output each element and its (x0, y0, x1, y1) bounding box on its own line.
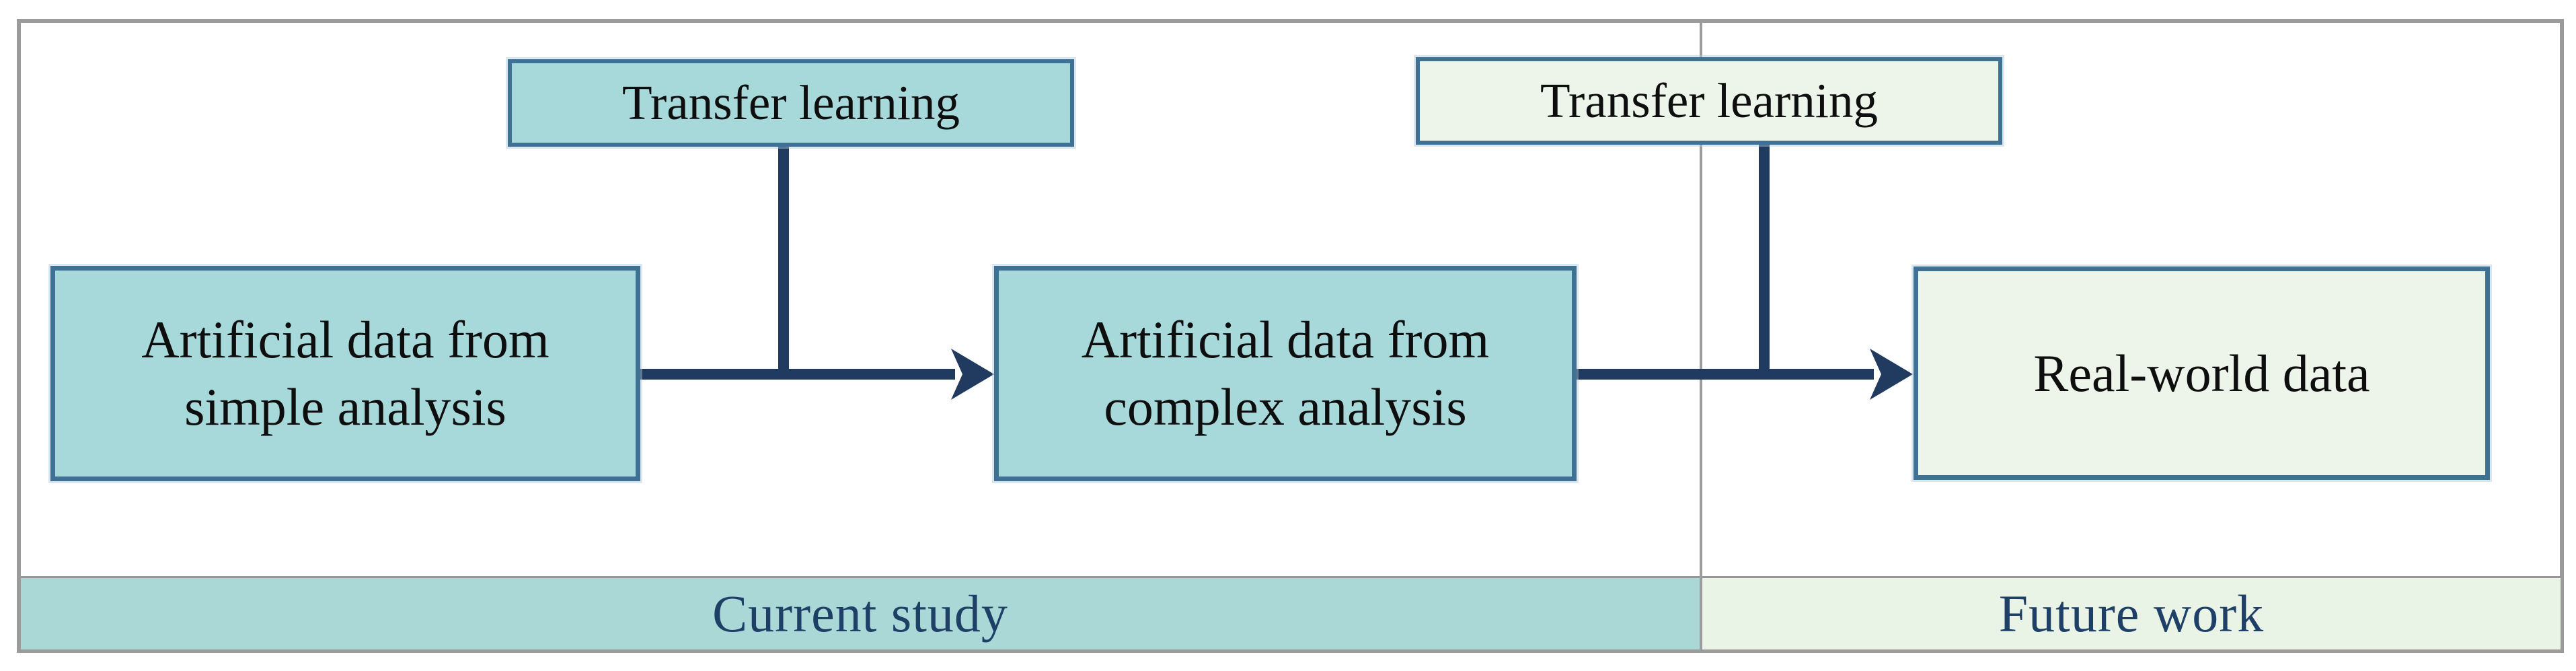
section-divider-line (1700, 23, 1702, 649)
connector-simple-to-complex (640, 369, 955, 380)
artificial-data-simple-label: Artificial data from simple analysis (141, 310, 550, 436)
transfer-learning-current-label: Transfer learning (621, 75, 960, 130)
node-artificial-data-complex: Artificial data from complex analysis (994, 266, 1577, 481)
connector-transfer-future-vertical (1759, 142, 1770, 380)
connector-complex-to-real (1577, 369, 1874, 380)
node-real-world-data: Real-world data (1914, 267, 2490, 480)
arrowhead-into-real-world-icon (1870, 349, 1913, 400)
current-study-label: Current study (712, 584, 1008, 643)
real-world-data-label: Real-world data (2033, 343, 2370, 402)
section-label-future-work: Future work (1702, 576, 2561, 649)
transfer-learning-future-label: Transfer learning (1540, 73, 1879, 128)
node-transfer-learning-future: Transfer learning (1416, 57, 2002, 145)
future-work-label: Future work (1998, 584, 2265, 643)
node-transfer-learning-current: Transfer learning (508, 59, 1074, 147)
connector-transfer-current-vertical (778, 144, 789, 380)
node-artificial-data-simple: Artificial data from simple analysis (50, 266, 640, 481)
arrowhead-into-complex-icon (951, 349, 994, 400)
section-label-current-study: Current study (21, 576, 1700, 649)
artificial-data-complex-label: Artificial data from complex analysis (1081, 310, 1490, 436)
